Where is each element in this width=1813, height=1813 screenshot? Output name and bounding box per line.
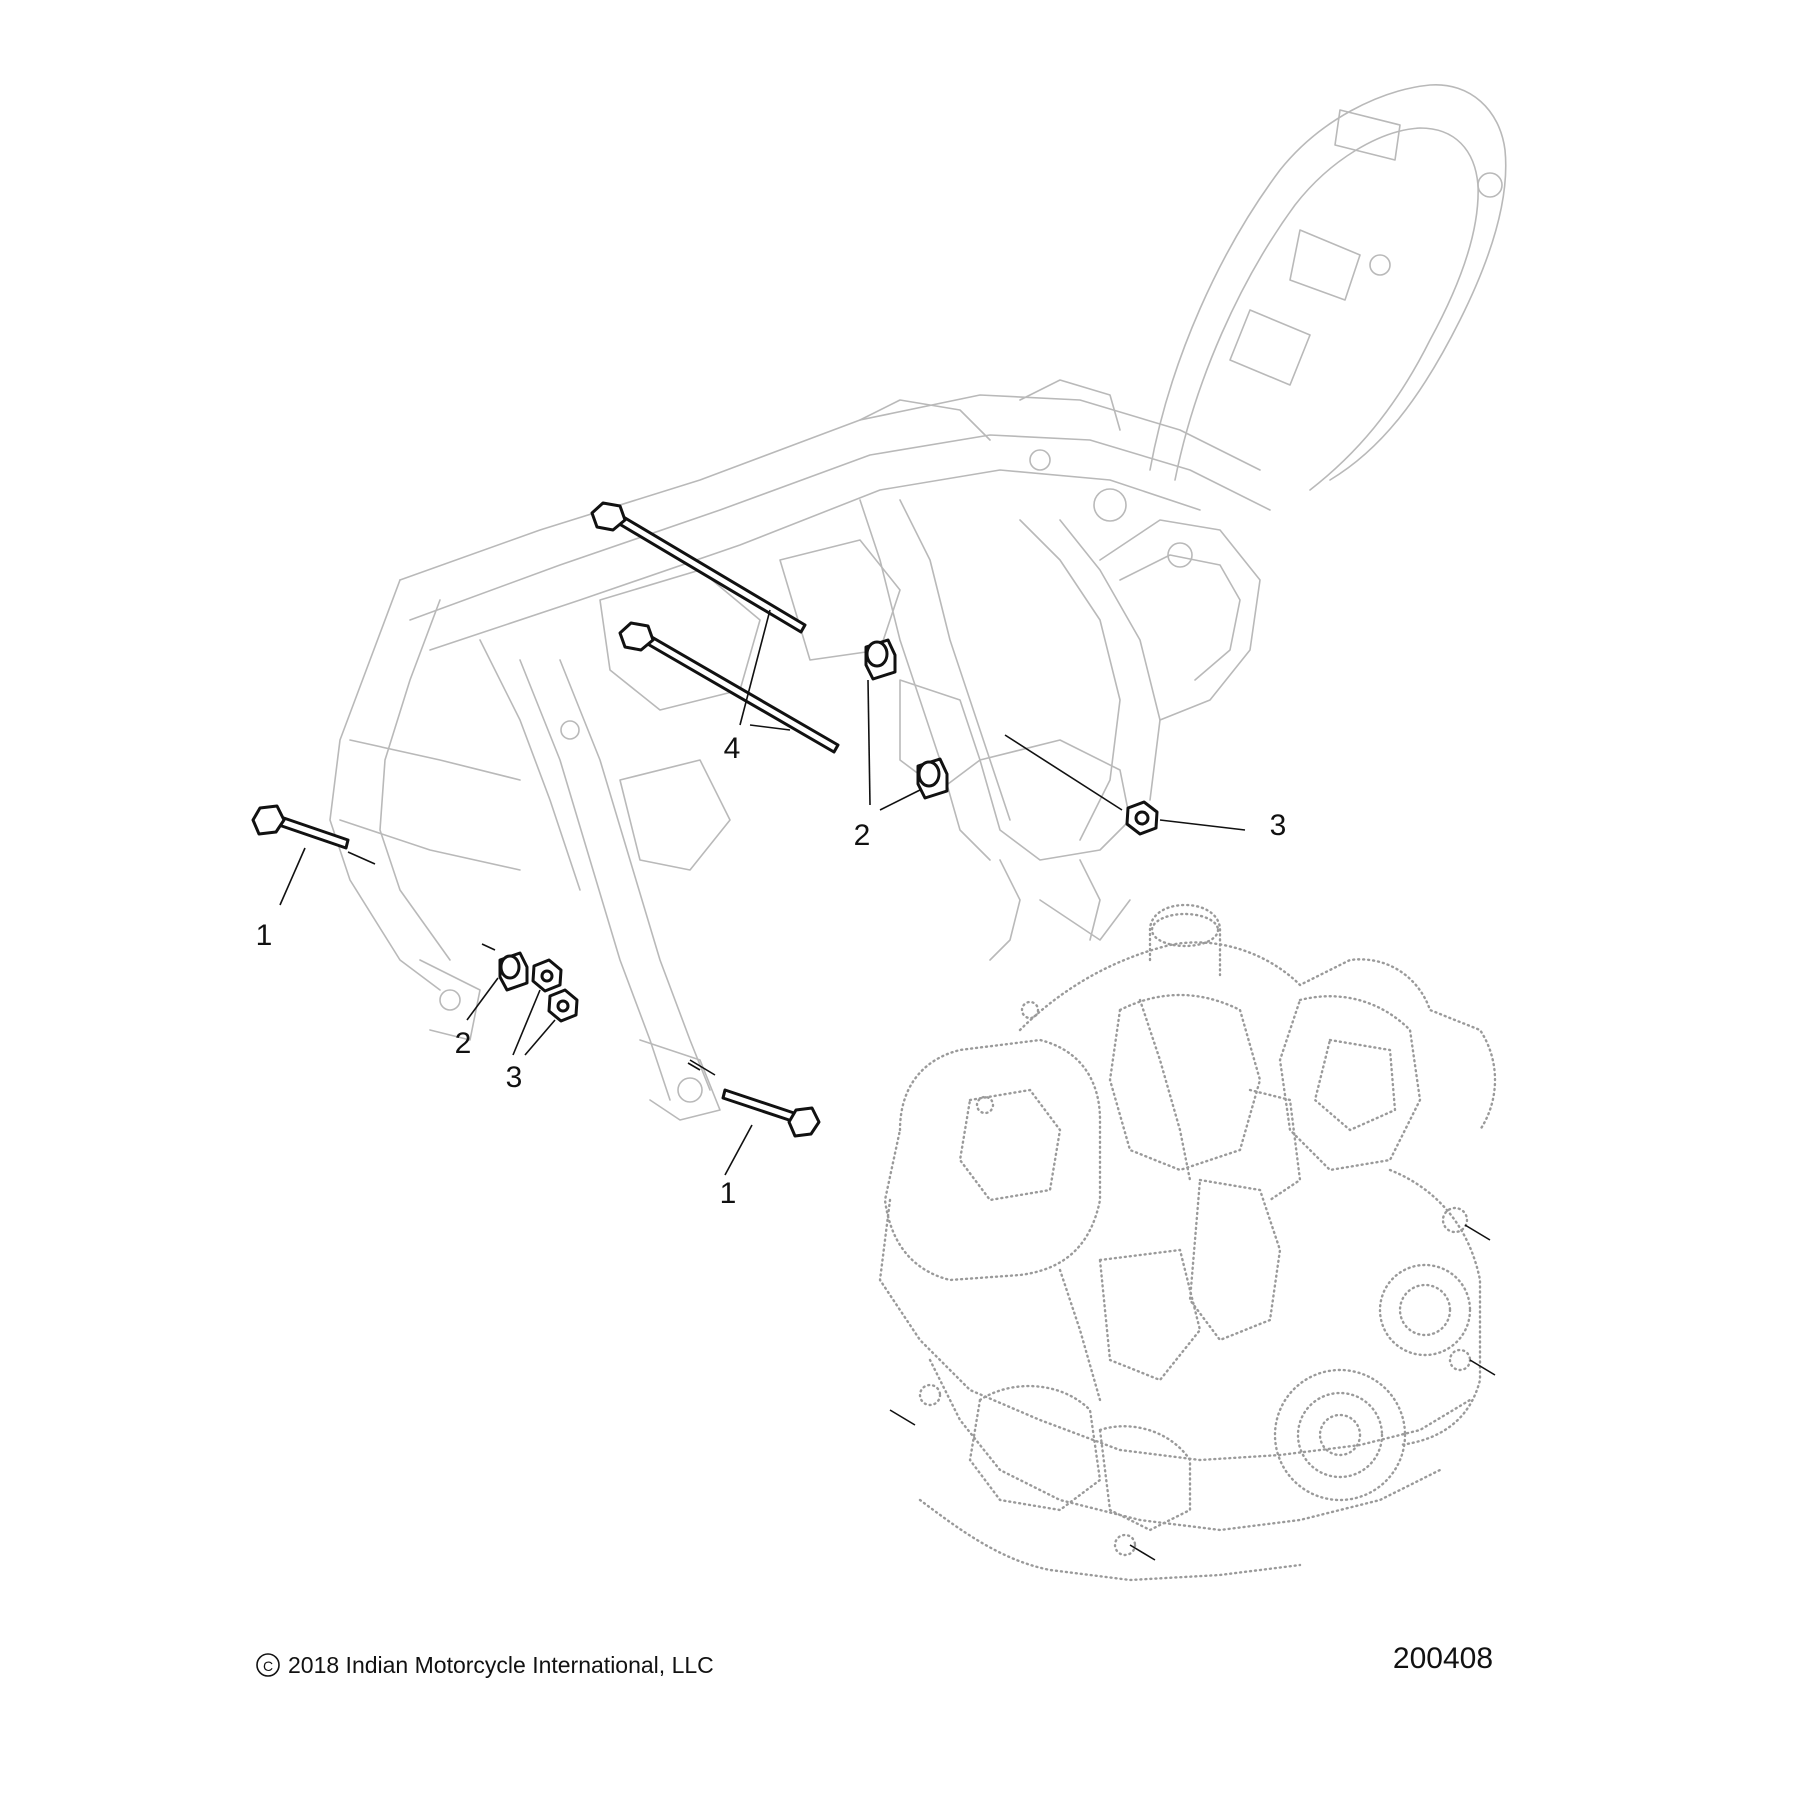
spacer-middle <box>916 757 949 800</box>
frame-outline <box>329 84 1507 1121</box>
callout-1-upper: 1 <box>256 919 273 952</box>
flange-nut-right <box>1125 800 1159 836</box>
copyright-text: 2018 Indian Motorcycle International, LL… <box>288 1652 714 1678</box>
callout-1-lower: 1 <box>720 1177 737 1210</box>
long-through-bolt-upper <box>590 501 807 634</box>
leader-lines <box>279 609 1246 1176</box>
callout-3-right: 3 <box>1270 809 1287 842</box>
copyright-notice: C 2018 Indian Motorcycle International, … <box>256 1652 714 1678</box>
callout-3-left: 3 <box>506 1061 523 1094</box>
flange-bolt-upper-left <box>251 804 350 850</box>
callout-4: 4 <box>724 732 741 765</box>
flange-nut-left-a <box>531 958 563 993</box>
flange-bolt-lower <box>721 1088 821 1138</box>
spacer-upper <box>864 638 897 681</box>
copyright-symbol-circle <box>256 1653 280 1677</box>
callout-labels: 1 1 2 2 3 3 4 <box>256 732 1287 1210</box>
drawing-number: 200408 <box>1393 1642 1493 1675</box>
flange-nut-left-b <box>547 988 579 1023</box>
spacer-lower-left <box>498 951 529 992</box>
engine-outline <box>878 903 1497 1582</box>
callout-2-left: 2 <box>455 1027 472 1060</box>
long-through-bolt-lower <box>618 621 840 754</box>
copyright-symbol: C <box>263 1658 273 1674</box>
callout-2-right: 2 <box>854 819 871 852</box>
